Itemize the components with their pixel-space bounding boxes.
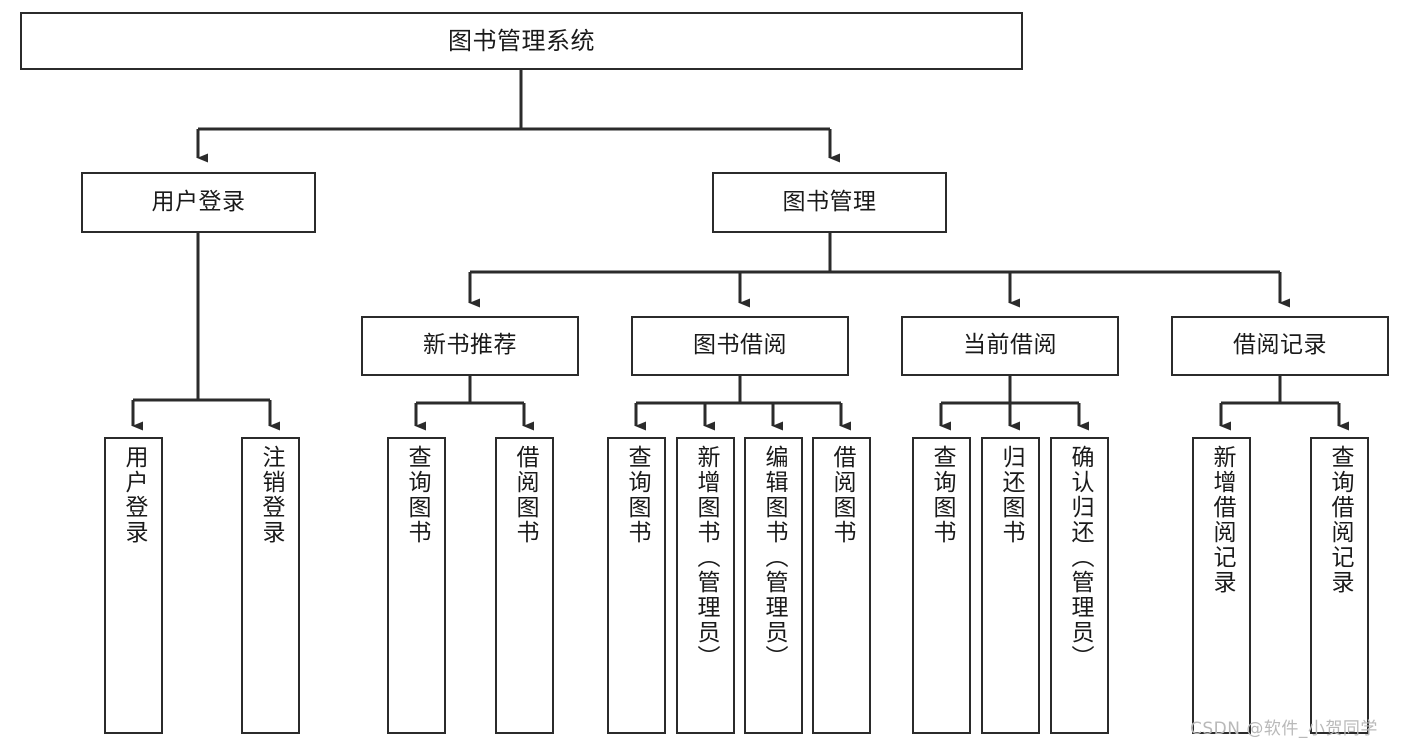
- node-label: 新增图书（管理员）: [693, 445, 719, 670]
- node-label: 借阅图书: [512, 445, 538, 545]
- node-book-management[interactable]: 图书管理: [712, 172, 947, 233]
- node-current-borrow[interactable]: 当前借阅: [901, 316, 1119, 376]
- leaf-user-login-signout[interactable]: 注销登录: [241, 437, 300, 734]
- leaf-borrow-query-book[interactable]: 查询图书: [607, 437, 666, 734]
- node-label: 当前借阅: [963, 332, 1057, 359]
- node-label: 借阅记录: [1233, 332, 1327, 359]
- node-root-system[interactable]: 图书管理系统: [20, 12, 1023, 70]
- leaf-borrow-borrow-book[interactable]: 借阅图书: [812, 437, 871, 734]
- node-label: 新书推荐: [423, 332, 517, 359]
- node-label: 用户登录: [151, 188, 246, 215]
- node-label: 查询图书: [404, 445, 430, 545]
- node-label: 借阅图书: [829, 445, 855, 545]
- csdn-watermark: CSDN @软件_小贺同学: [1190, 719, 1378, 739]
- node-new-book-recommend[interactable]: 新书推荐: [361, 316, 579, 376]
- leaf-current-confirm-return-admin[interactable]: 确认归还（管理员）: [1050, 437, 1109, 734]
- node-label: 确认归还（管理员）: [1067, 445, 1093, 670]
- node-label: 查询借阅记录: [1327, 445, 1353, 595]
- node-user-login[interactable]: 用户登录: [81, 172, 316, 233]
- leaf-record-query-record[interactable]: 查询借阅记录: [1310, 437, 1369, 734]
- node-borrow-record[interactable]: 借阅记录: [1171, 316, 1389, 376]
- leaf-borrow-edit-book-admin[interactable]: 编辑图书（管理员）: [744, 437, 803, 734]
- leaf-current-query-book[interactable]: 查询图书: [912, 437, 971, 734]
- leaf-user-login-signin[interactable]: 用户登录: [104, 437, 163, 734]
- node-label: 图书管理: [782, 188, 877, 215]
- leaf-recommend-borrow-book[interactable]: 借阅图书: [495, 437, 554, 734]
- node-book-borrow[interactable]: 图书借阅: [631, 316, 849, 376]
- leaf-record-add-record[interactable]: 新增借阅记录: [1192, 437, 1251, 734]
- node-label: 新增借阅记录: [1209, 445, 1235, 595]
- leaf-recommend-query-book[interactable]: 查询图书: [387, 437, 446, 734]
- node-label: 归还图书: [998, 445, 1024, 545]
- node-label: 图书借阅: [693, 332, 787, 359]
- node-label: 查询图书: [929, 445, 955, 545]
- node-label: 图书管理系统: [448, 26, 595, 55]
- node-label: 用户登录: [121, 445, 147, 545]
- leaf-current-return-book[interactable]: 归还图书: [981, 437, 1040, 734]
- node-label: 注销登录: [258, 445, 284, 545]
- node-label: 编辑图书（管理员）: [761, 445, 787, 670]
- leaf-borrow-add-book-admin[interactable]: 新增图书（管理员）: [676, 437, 735, 734]
- node-label: 查询图书: [624, 445, 650, 545]
